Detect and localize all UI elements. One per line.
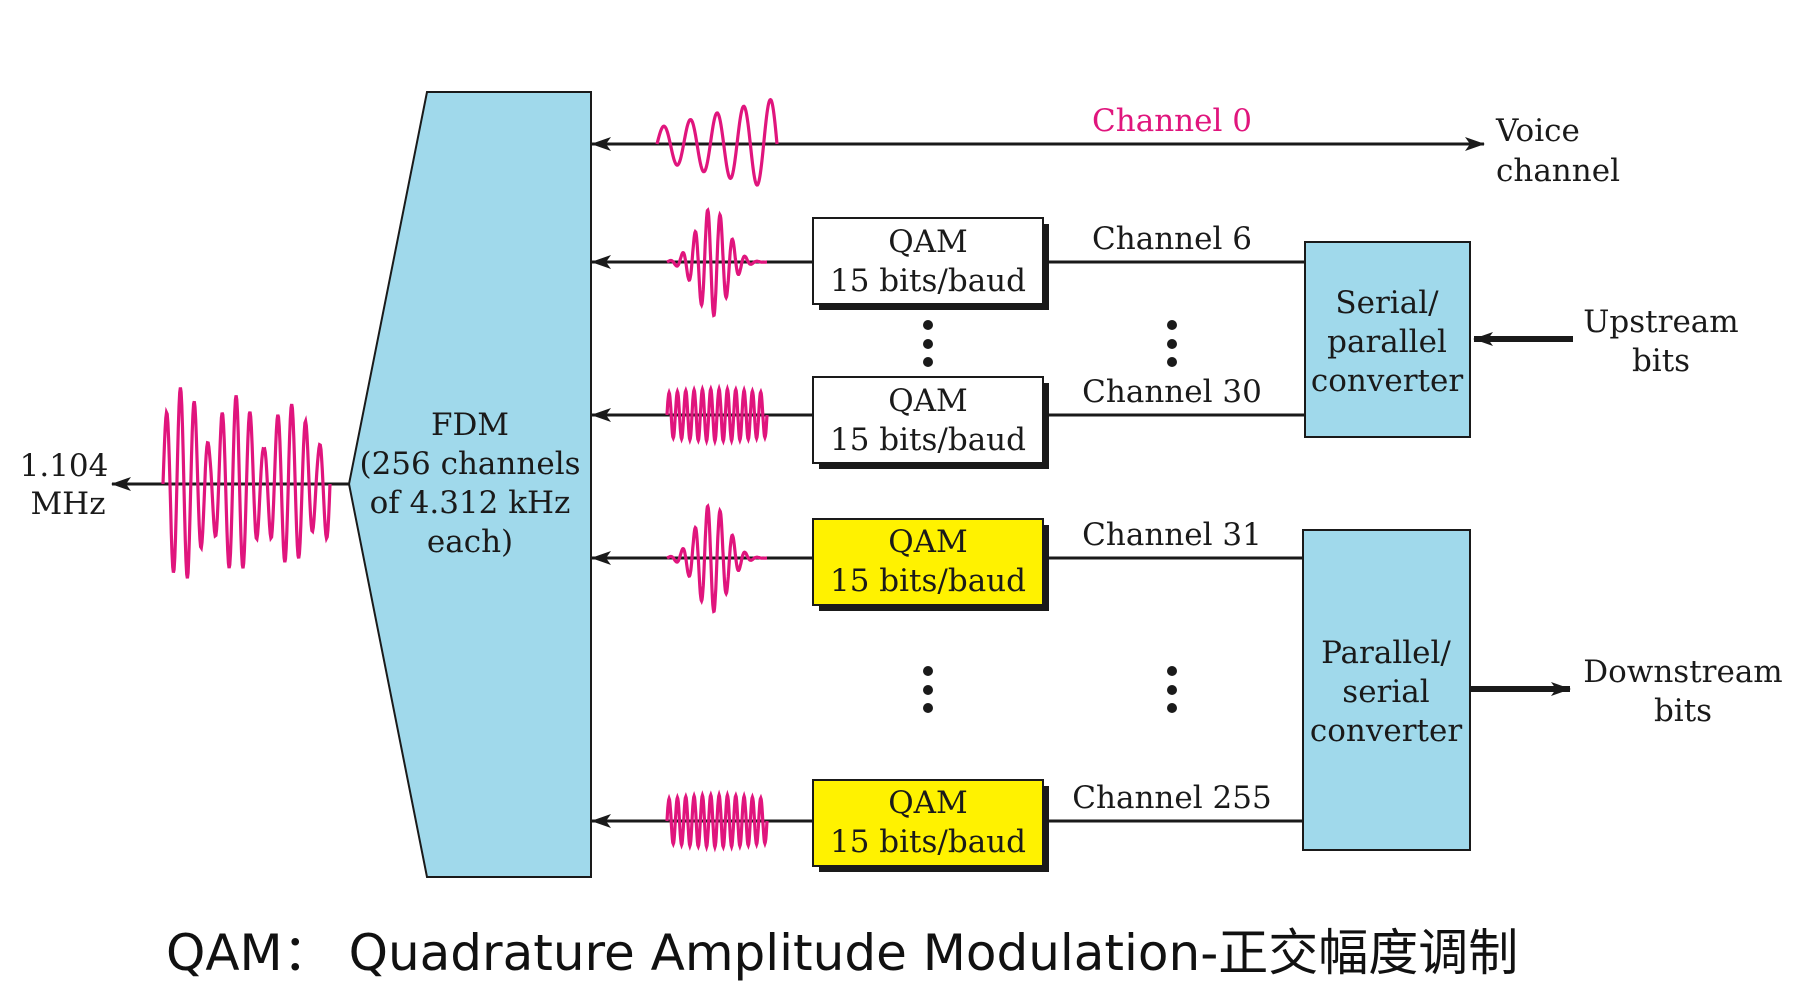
qam-row: QAM 15 bits/baud Channel 6 <box>591 207 1305 318</box>
output-frequency-unit: MHz <box>30 486 105 522</box>
parallel-serial-line-1: Parallel/ <box>1321 635 1451 671</box>
channel-label: Channel 255 <box>1072 780 1271 816</box>
qam-block <box>812 376 1044 464</box>
qam-block-title: QAM <box>888 383 968 419</box>
qam-block-title: QAM <box>888 524 968 560</box>
fdm-line-1: (256 channels <box>359 446 580 482</box>
parallel-serial-line-3: converter <box>1310 713 1462 749</box>
serial-parallel-line-2: parallel <box>1327 324 1447 360</box>
qam-block <box>812 217 1044 305</box>
voice-label-line-2: channel <box>1496 153 1620 189</box>
fdm-title: FDM <box>431 407 509 443</box>
qam-row: QAM 15 bits/baud Channel 255 <box>591 779 1303 872</box>
qam-waveform <box>665 383 769 447</box>
fdm-line-2: of 4.312 kHz <box>370 485 571 521</box>
qam-row: QAM 15 bits/baud Channel 30 <box>591 374 1305 469</box>
output-frequency-value: 1.104 <box>20 448 109 484</box>
upstream-label-line-1: Upstream <box>1583 304 1738 340</box>
voice-channel-label: Channel 0 <box>1092 103 1252 139</box>
qam-block-rate: 15 bits/baud <box>830 563 1026 599</box>
qam-waveform <box>665 789 769 853</box>
caption: QAM： Quadrature Amplitude Modulation-正交幅… <box>166 924 1518 982</box>
voice-waveform <box>655 97 779 187</box>
serial-parallel-line-1: Serial/ <box>1335 285 1439 321</box>
qam-row: QAM 15 bits/baud Channel 31 <box>591 503 1303 614</box>
qam-waveform <box>666 207 767 318</box>
fdm-line-3: each) <box>427 524 513 560</box>
fdm-block <box>347 91 592 878</box>
downstream-label-line-2: bits <box>1654 693 1712 729</box>
qam-block-rate: 15 bits/baud <box>830 263 1026 299</box>
parallel-serial-line-2: serial <box>1342 674 1429 710</box>
qam-block <box>812 779 1044 867</box>
channel-label: Channel 31 <box>1082 517 1262 553</box>
qam-waveform <box>666 503 767 614</box>
qam-block-rate: 15 bits/baud <box>830 824 1026 860</box>
channel-label: Channel 6 <box>1092 221 1252 257</box>
serial-parallel-line-3: converter <box>1311 363 1463 399</box>
qam-block <box>812 518 1044 606</box>
downstream-label-line-1: Downstream <box>1583 654 1782 690</box>
qam-block-title: QAM <box>888 785 968 821</box>
upstream-label-line-2: bits <box>1632 343 1690 379</box>
qam-block-title: QAM <box>888 224 968 260</box>
qam-block-rate: 15 bits/baud <box>830 422 1026 458</box>
serial-parallel-converter <box>1304 241 1471 438</box>
composite-waveform <box>161 387 332 579</box>
ellipsis-dots <box>923 320 1177 713</box>
channel-label: Channel 30 <box>1082 374 1262 410</box>
voice-label-line-1: Voice <box>1495 113 1580 149</box>
